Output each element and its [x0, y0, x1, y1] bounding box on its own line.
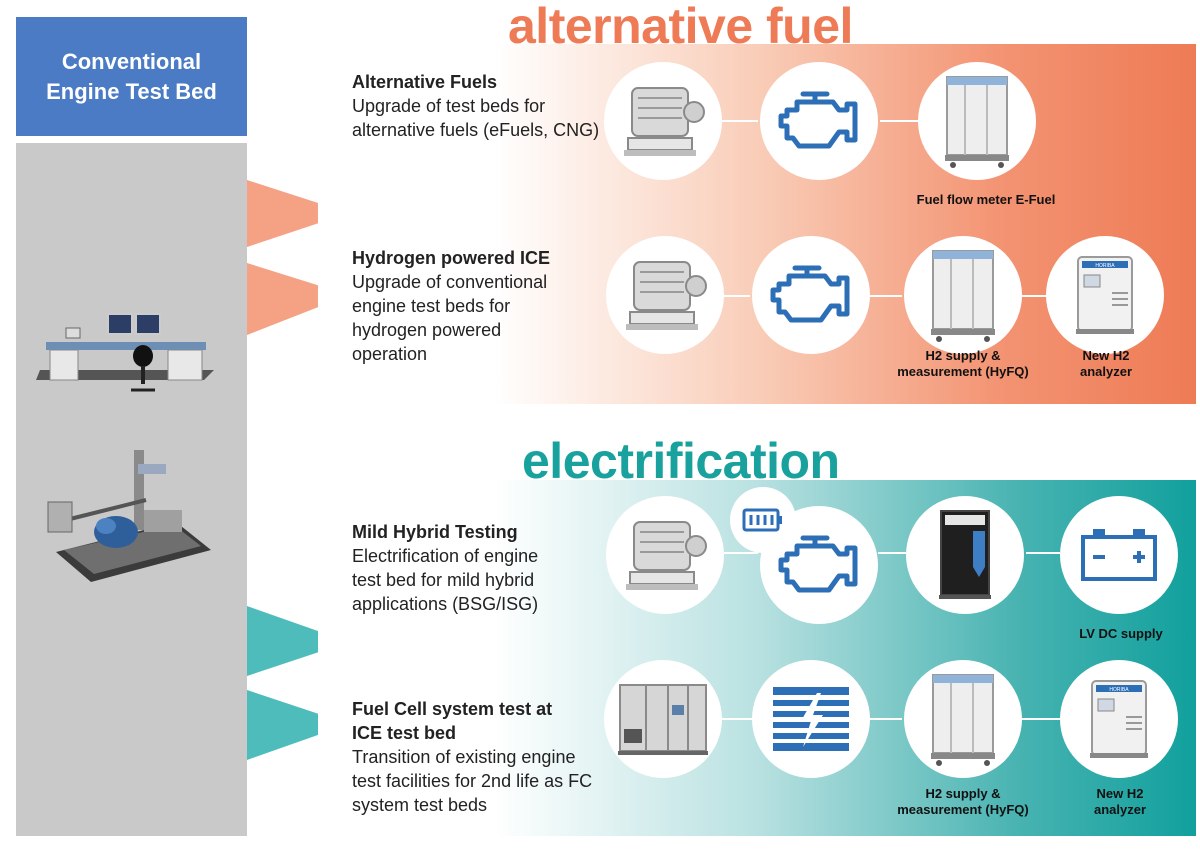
cabinet-icon	[618, 684, 708, 755]
dynamometer-icon	[624, 87, 705, 156]
h2-analyzer-caption: New H2 analyzer	[1072, 786, 1168, 818]
cabinet-icon	[931, 250, 995, 342]
h2-supply-circle	[904, 236, 1022, 354]
elec-pointer-triangles	[247, 606, 349, 760]
fuel-cell-heading-line1: Fuel Cell system test at	[352, 699, 553, 719]
caption-line: measurement (HyFQ)	[897, 364, 1029, 379]
lv-dc-supply-circle	[1060, 496, 1178, 614]
caption-line: analyzer	[1079, 364, 1133, 379]
caption-line: H2 supply &	[925, 786, 1001, 801]
connector-line	[1020, 295, 1046, 297]
dynamometer-icon	[626, 521, 707, 590]
engine-circle	[752, 236, 870, 354]
connector-line	[722, 718, 752, 720]
caption-line: LV DC supply	[1079, 626, 1163, 641]
engine-icon	[770, 265, 850, 323]
connector-line	[1020, 718, 1060, 720]
h2-analyzer-circle: HORIBA	[1060, 660, 1178, 778]
electrification-title: electrification	[522, 433, 840, 489]
battery-small-icon	[742, 508, 782, 532]
analyzer-brand-label: HORIBA	[1109, 687, 1129, 693]
fc-test-system-circle	[604, 660, 722, 778]
mild-hybrid-heading: Mild Hybrid Testing	[352, 522, 518, 542]
fuel-flow-meter-caption: Fuel flow meter E-Fuel	[888, 192, 1084, 208]
caption-line: New H2	[1082, 348, 1130, 363]
alternative-fuel-band	[318, 44, 1196, 404]
fuel-cell-text: Fuel Cell system test at ICE test bed Tr…	[352, 697, 597, 817]
hydrogen-ice-text: Hydrogen powered ICE Upgrade of conventi…	[352, 246, 612, 366]
engine-test-bed-image	[47, 450, 211, 582]
dynamometer-icon	[626, 261, 707, 330]
h2-supply-caption: H2 supply & measurement (HyFQ)	[878, 786, 1048, 818]
hydrogen-ice-heading: Hydrogen powered ICE	[352, 248, 551, 268]
lv-dc-supply-caption: LV DC supply	[1060, 626, 1182, 642]
engine-icon	[778, 535, 858, 593]
connector-line	[870, 718, 902, 720]
engine-icon	[778, 91, 858, 149]
alternative-fuels-heading: Alternative Fuels	[352, 72, 498, 92]
h2-analyzer-caption: New H2 analyzer	[1058, 348, 1154, 380]
connector-line	[724, 295, 750, 297]
alternative-fuels-body: Upgrade of test beds for alternative fue…	[352, 96, 600, 140]
connector-line	[722, 120, 758, 122]
fuel-cell-body: Transition of existing engine test facil…	[352, 747, 593, 815]
caption-line: analyzer	[1093, 802, 1147, 817]
fuel-cell-heading-line2: ICE test bed	[352, 723, 457, 743]
cabinet-icon	[939, 510, 991, 599]
connector-line	[724, 552, 758, 554]
dc-supply-unit-circle	[906, 496, 1024, 614]
mild-hybrid-text: Mild Hybrid Testing Electrification of e…	[352, 520, 612, 616]
dynamometer-circle	[606, 496, 724, 614]
h2-supply-caption: H2 supply & measurement (HyFQ)	[878, 348, 1048, 380]
header-line-2: Engine Test Bed	[46, 78, 217, 104]
fuel-cell-stack-circle	[752, 660, 870, 778]
connector-line	[870, 295, 902, 297]
analyzer-brand-label: HORIBA	[1095, 263, 1115, 269]
cabinet-icon	[931, 674, 995, 766]
analyzer-icon: HORIBA	[1090, 680, 1148, 758]
alternative-fuel-title: alternative fuel	[508, 0, 853, 54]
small-battery-circle	[730, 487, 796, 553]
connector-line	[880, 120, 918, 122]
analyzer-icon: HORIBA	[1076, 256, 1134, 334]
caption-line: H2 supply &	[925, 348, 1001, 363]
dynamometer-circle	[604, 62, 722, 180]
h2-analyzer-circle: HORIBA	[1046, 236, 1164, 354]
fuel-flow-meter-circle	[918, 62, 1036, 180]
control-desk-image	[36, 313, 214, 392]
cabinet-icon	[945, 76, 1009, 168]
fuel-cell-stack-icon	[773, 687, 849, 751]
conventional-test-bed-panel	[16, 143, 247, 836]
conventional-test-bed-header: Conventional Engine Test Bed	[16, 17, 247, 136]
engine-circle	[760, 62, 878, 180]
alternative-fuels-text: Alternative Fuels Upgrade of test beds f…	[352, 70, 612, 142]
connector-line	[878, 552, 906, 554]
mild-hybrid-body: Electrification of engine test bed for m…	[352, 546, 539, 614]
h2-supply-circle	[904, 660, 1022, 778]
caption-line: New H2	[1096, 786, 1144, 801]
fuel-pointer-triangles	[247, 180, 349, 335]
dynamometer-circle	[606, 236, 724, 354]
hydrogen-ice-body: Upgrade of conventional engine test beds…	[352, 272, 548, 364]
caption-line: measurement (HyFQ)	[897, 802, 1029, 817]
connector-line	[1026, 552, 1060, 554]
header-line-1: Conventional	[61, 48, 202, 74]
caption-line: Fuel flow meter E-Fuel	[916, 192, 1056, 207]
battery-icon	[1081, 529, 1157, 581]
